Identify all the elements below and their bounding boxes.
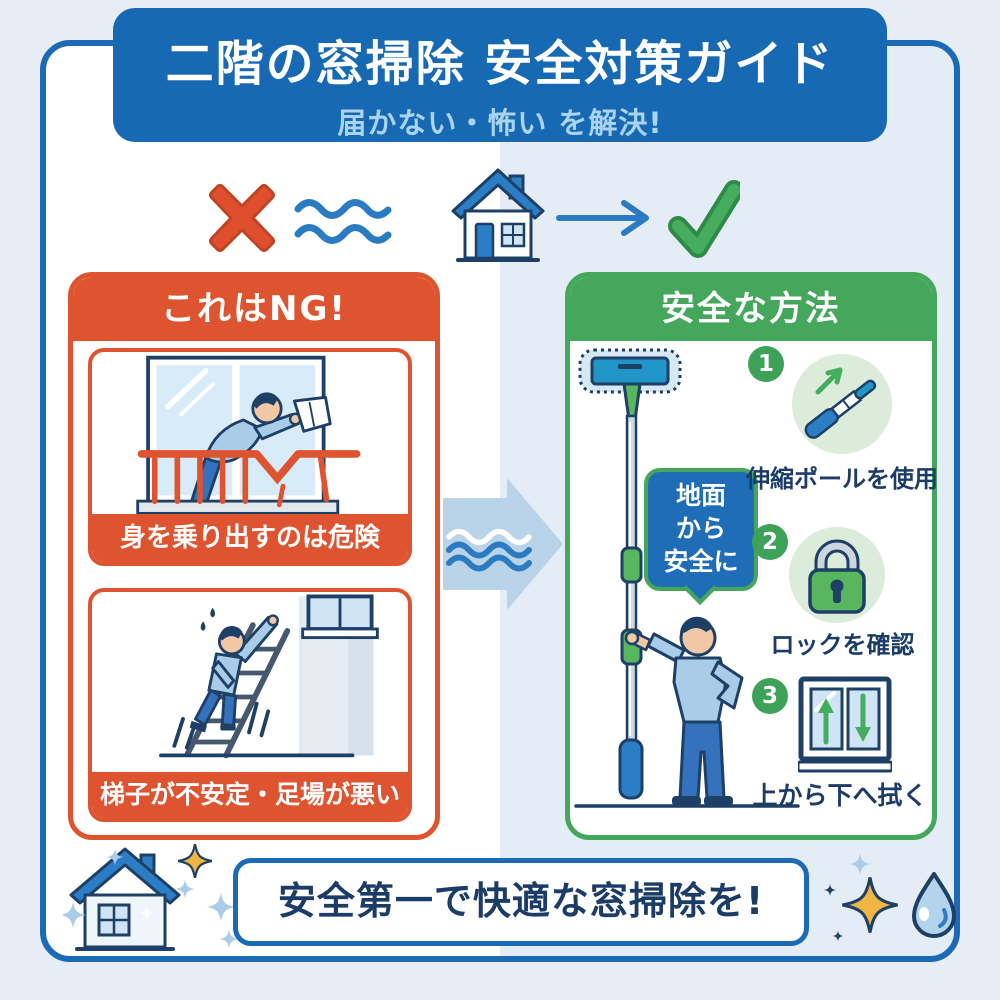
telescopic-pole-icon: [792, 354, 892, 454]
footer-banner: 安全第一で快適な窓掃除を!: [233, 858, 809, 946]
step-3-badge: 3: [752, 678, 788, 714]
x-mark-icon: [209, 184, 275, 252]
ng-caption-leaning: 身を乗り出すのは危険: [92, 514, 408, 562]
house-icon: [451, 168, 545, 262]
step-1-label: 伸縮ポールを使用: [746, 465, 938, 493]
broken-railing: [137, 450, 361, 508]
ng-card-leaning: 身を乗り出すのは危険: [88, 348, 412, 566]
waves-icon: [294, 199, 392, 244]
motion-lines: [172, 701, 271, 750]
footer-message: 安全第一で快適な窓掃除を!: [277, 879, 765, 923]
climbing-person: [189, 607, 279, 733]
step-3-label: 上から下へ拭く: [752, 781, 928, 810]
step-2-badge: 2: [752, 524, 788, 560]
ng-card-ladder: 梯子が不安定・足場が悪い: [88, 588, 412, 822]
transition-arrow-icon: [443, 478, 563, 610]
sparkle-and-water-drop-icon: [824, 853, 956, 942]
window-wipe-top-to-bottom-icon: [798, 676, 892, 773]
page-title: 二階の窓掃除 安全対策ガイド: [165, 36, 835, 92]
title-banner: 二階の窓掃除 安全対策ガイド 届かない・怖い を解決!: [113, 8, 887, 142]
speech-bubble: 地面 から 安全に: [644, 468, 758, 591]
pole-and-person-illustration: [574, 348, 800, 808]
ng-caption-ladder: 梯子が不安定・足場が悪い: [92, 772, 408, 818]
step-2-label: ロックを確認: [770, 631, 915, 659]
check-mark-icon: [668, 180, 740, 258]
clean-house-icon: [63, 843, 239, 951]
speech-bubble-line: 地面: [675, 481, 726, 510]
page-subtitle: 届かない・怖い を解決!: [337, 106, 663, 140]
water-drop-icon: [912, 872, 956, 938]
speech-bubble-line: から: [675, 514, 726, 543]
telescopic-pole: [578, 348, 682, 800]
safe-panel-header: 安全な方法: [570, 277, 932, 341]
person-leaning-out-window-illustration: [136, 355, 361, 515]
ng-panel-header: これはNG!: [73, 277, 435, 341]
person-on-unstable-ladder-illustration: [159, 594, 379, 759]
step-1-badge: 1: [748, 346, 784, 382]
standing-person: [624, 616, 744, 806]
speech-bubble-line: 安全に: [663, 547, 739, 576]
padlock-icon: [789, 527, 885, 623]
arrow-right-icon: [556, 200, 649, 236]
